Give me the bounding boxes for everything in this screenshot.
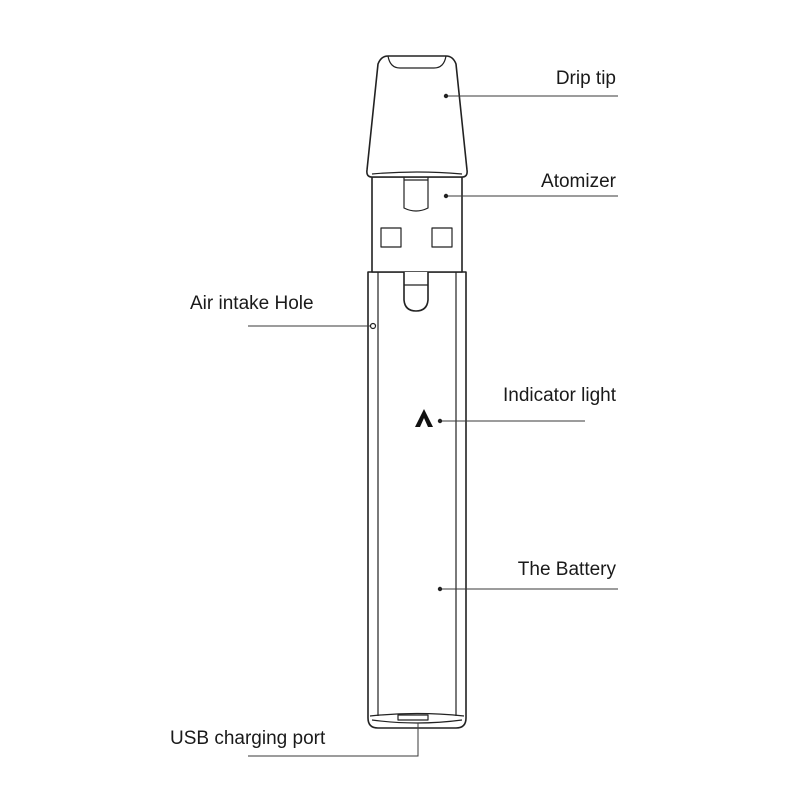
air-intake-hole (369, 322, 377, 330)
leader-dot-indicator-light (437, 418, 443, 424)
label-drip-tip: Drip tip (556, 68, 616, 89)
drip-tip-body (366, 55, 468, 178)
leader-dot-battery (437, 586, 443, 592)
air-channel-lower (403, 272, 429, 312)
label-usb-port: USB charging port (170, 728, 326, 749)
leader-dot-drip-tip (443, 93, 449, 99)
leader-dot-atomizer (443, 193, 449, 199)
indicator-light (415, 409, 433, 427)
usb-port-slot (397, 714, 429, 721)
leader-lines (248, 93, 618, 757)
label-air-intake-hole: Air intake Hole (190, 293, 314, 314)
label-atomizer: Atomizer (541, 171, 617, 192)
battery-body (367, 271, 467, 729)
label-battery: The Battery (518, 559, 617, 580)
atomizer-window-left (380, 227, 402, 248)
vape-pen-illustration (366, 55, 468, 729)
callout-labels: Drip tip Atomizer Air intake Hole Indica… (170, 68, 617, 749)
leader-usb-port (248, 723, 419, 757)
label-indicator-light: Indicator light (503, 385, 617, 406)
atomizer-window-right (431, 227, 453, 248)
indicator-logo-icon (415, 409, 433, 427)
